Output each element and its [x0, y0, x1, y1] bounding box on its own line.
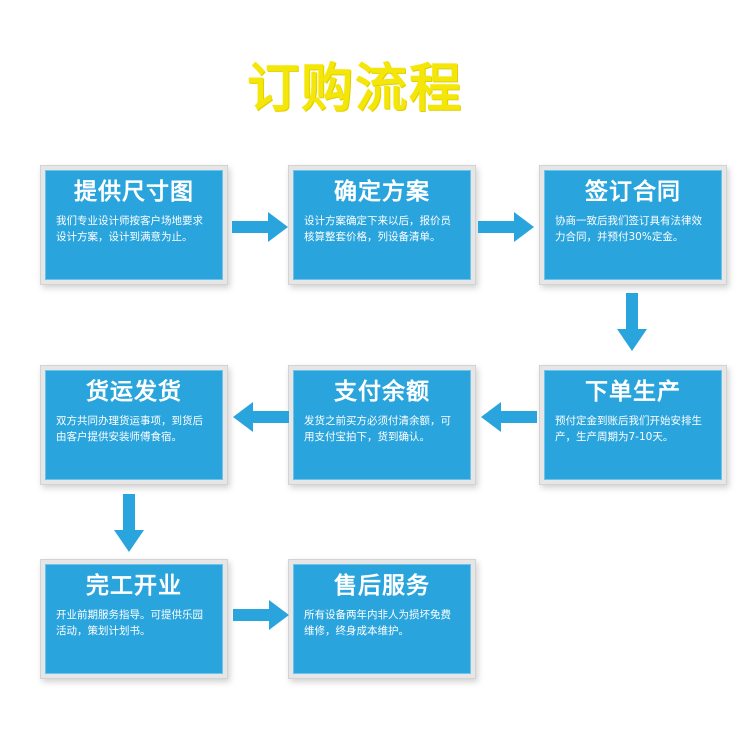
- step-description: 开业前期服务指导。可提供乐园活动，策划计划书。: [56, 609, 203, 637]
- step-title: 下单生产: [585, 379, 681, 405]
- step-title: 货运发货: [86, 379, 182, 405]
- step-title: 支付余额: [334, 379, 430, 405]
- step-card-confirm-plan: 确定方案 设计方案确定下来以后，报价员核算整套价格，列设备清单。: [293, 170, 471, 280]
- step-card-after-sales: 售后服务 所有设备两年内非人为损坏免费维修，终身成本维护。: [293, 564, 471, 674]
- step-card-sign-contract: 签订合同 协商一致后我们签订具有法律效力合同，并预付30%定金。: [544, 170, 722, 280]
- arrow-right-icon: [478, 212, 534, 242]
- step-card-shipping: 货运发货 双方共同办理货运事项，到货后由客户提供安装师傅食宿。: [45, 370, 223, 480]
- step-title: 签订合同: [585, 179, 681, 205]
- step-description: 设计方案确定下来以后，报价员核算整套价格，列设备清单。: [304, 215, 451, 243]
- step-title: 确定方案: [334, 179, 430, 205]
- arrow-down-icon: [617, 293, 647, 351]
- arrow-left-icon: [233, 402, 289, 432]
- arrow-left-icon: [481, 402, 537, 432]
- step-description: 双方共同办理货运事项，到货后由客户提供安装师傅食宿。: [56, 415, 203, 443]
- arrow-down-icon: [114, 494, 144, 552]
- step-description: 我们专业设计师按客户场地要求设计方案，设计到满意为止。: [56, 215, 203, 243]
- page-title: 订购流程: [246, 59, 463, 119]
- step-card-opening: 完工开业 开业前期服务指导。可提供乐园活动，策划计划书。: [45, 564, 223, 674]
- step-description: 协商一致后我们签订具有法律效力合同，并预付30%定金。: [555, 215, 702, 243]
- step-description: 发货之前买方必须付清余额，可用支付宝拍下，货到确认。: [304, 415, 451, 443]
- step-description: 所有设备两年内非人为损坏免费维修，终身成本维护。: [304, 609, 451, 637]
- step-description: 预付定金到账后我们开始安排生产，生产周期为7-10天。: [555, 415, 702, 443]
- step-card-pay-balance: 支付余额 发货之前买方必须付清余额，可用支付宝拍下，货到确认。: [293, 370, 471, 480]
- step-title: 提供尺寸图: [74, 179, 194, 205]
- step-card-provide-drawing: 提供尺寸图 我们专业设计师按客户场地要求设计方案，设计到满意为止。: [45, 170, 223, 280]
- arrow-right-icon: [233, 600, 289, 630]
- arrow-right-icon: [232, 212, 288, 242]
- step-title: 完工开业: [86, 573, 182, 599]
- step-title: 售后服务: [334, 573, 430, 599]
- step-card-production: 下单生产 预付定金到账后我们开始安排生产，生产周期为7-10天。: [544, 370, 722, 480]
